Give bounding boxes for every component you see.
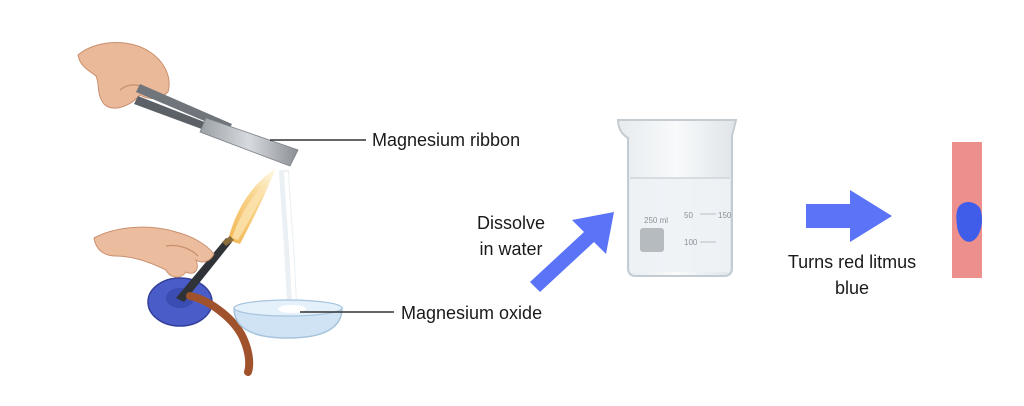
flame-icon: [228, 168, 276, 244]
label-turns-red-litmus-blue: Turns red litmus blue: [772, 249, 932, 301]
beaker-mark-100: 100: [684, 238, 698, 247]
litmus-line-2: blue: [834, 278, 870, 298]
label-dissolve-in-water: Dissolve in water: [466, 210, 556, 262]
arrow-icon: [530, 212, 614, 292]
burner-icon: [147, 236, 234, 327]
label-magnesium-oxide: Magnesium oxide: [401, 303, 543, 323]
beaker-mark-150: 150: [718, 211, 732, 220]
litmus-paper-icon: [952, 142, 982, 278]
dissolve-line-1: Dissolve: [476, 213, 546, 233]
beaker-mark-50: 50: [684, 211, 693, 220]
label-magnesium-ribbon: Magnesium ribbon: [372, 130, 521, 150]
dissolve-line-2: in water: [479, 239, 543, 259]
beaker-icon: [616, 119, 738, 277]
litmus-line-1: Turns red litmus: [787, 252, 917, 272]
powder-stream: [279, 169, 297, 307]
dish-icon: [233, 299, 343, 339]
arrow-icon: [806, 190, 892, 242]
hand-lower-icon: [93, 226, 215, 278]
tube-icon: [186, 292, 254, 376]
ribbon-icon: [199, 117, 299, 167]
beaker-volume-label: 250 ml: [644, 216, 668, 225]
